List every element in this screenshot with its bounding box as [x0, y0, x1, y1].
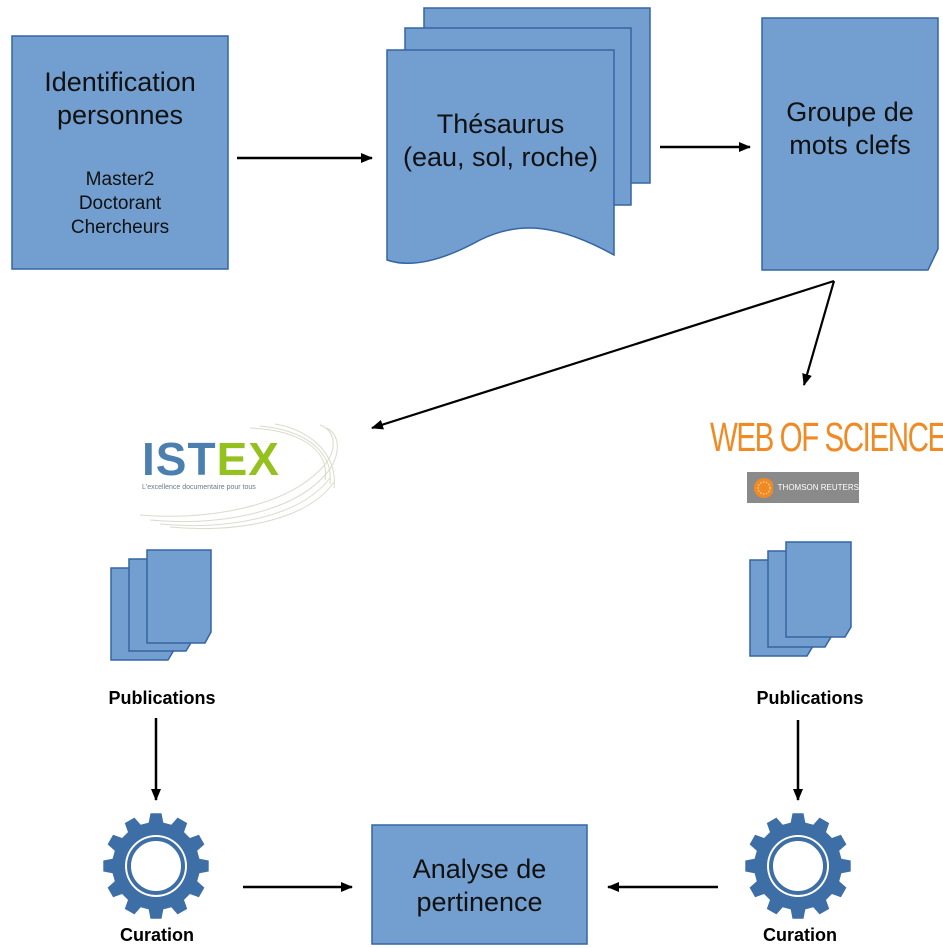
left-curation-gear-icon	[103, 813, 209, 919]
analysis-label-line1: Analyse de	[412, 854, 547, 884]
analysis-box	[371, 824, 588, 945]
thesaurus-label-line2: (eau, sol, roche)	[402, 142, 599, 172]
identification-title-line1: Identification	[44, 67, 196, 97]
left-curation-label: Curation	[120, 925, 194, 945]
identification-item-doctorant: Doctorant	[78, 193, 162, 214]
gear-ring-inner	[769, 837, 827, 895]
left-publications-label: Publications	[108, 688, 216, 708]
arrow-keywords-to-wos	[802, 280, 836, 386]
right-publications-icon	[749, 541, 852, 657]
thesaurus-label-line1: Thésaurus	[436, 109, 565, 139]
thomson-reuters-badge: THOMSON REUTERS	[747, 472, 859, 503]
istex-logo-swirl	[139, 423, 338, 530]
wos-logo-name: WEB OF SCIENCE	[710, 414, 943, 460]
keywords-label: Groupe de mots clefs	[762, 96, 938, 162]
wos-logo: WEB OF SCIENCE™	[710, 414, 943, 460]
identification-box	[11, 35, 229, 270]
analysis-label: Analyse de pertinence	[372, 853, 587, 919]
thomson-reuters-label: THOMSON REUTERS	[777, 483, 859, 492]
left-publications-icon	[110, 549, 212, 661]
identification-title-line2: personnes	[56, 100, 184, 130]
thesaurus-shape	[386, 7, 651, 265]
thomson-reuters-icon	[754, 477, 773, 498]
right-curation-label: Curation	[763, 925, 837, 945]
identification-list: Master2 Doctorant Chercheurs	[12, 168, 228, 240]
arrow-keywords-to-istex	[371, 279, 835, 430]
right-publications-label: Publications	[756, 688, 864, 708]
keywords-label-line1: Groupe de	[786, 97, 914, 127]
wos-logo-text: WEB OF SCIENCE™	[710, 414, 943, 460]
identification-item-master2: Master2	[85, 169, 155, 190]
analysis-label-line2: pertinence	[416, 887, 543, 917]
thesaurus-label: Thésaurus (eau, sol, roche)	[387, 108, 614, 174]
keywords-label-line2: mots clefs	[789, 130, 911, 160]
right-curation-gear-icon	[745, 813, 851, 919]
istex-tagline: L'excellence documentaire pour tous	[142, 484, 256, 491]
istex-logo: ISTEX L'excellence documentaire pour tou…	[142, 436, 280, 491]
gear-ring-inner	[127, 837, 185, 895]
istex-logo-text: ISTEX	[142, 433, 280, 485]
identification-title: Identification personnes	[12, 66, 228, 132]
keywords-box	[761, 17, 939, 271]
identification-item-chercheurs: Chercheurs	[70, 217, 170, 238]
